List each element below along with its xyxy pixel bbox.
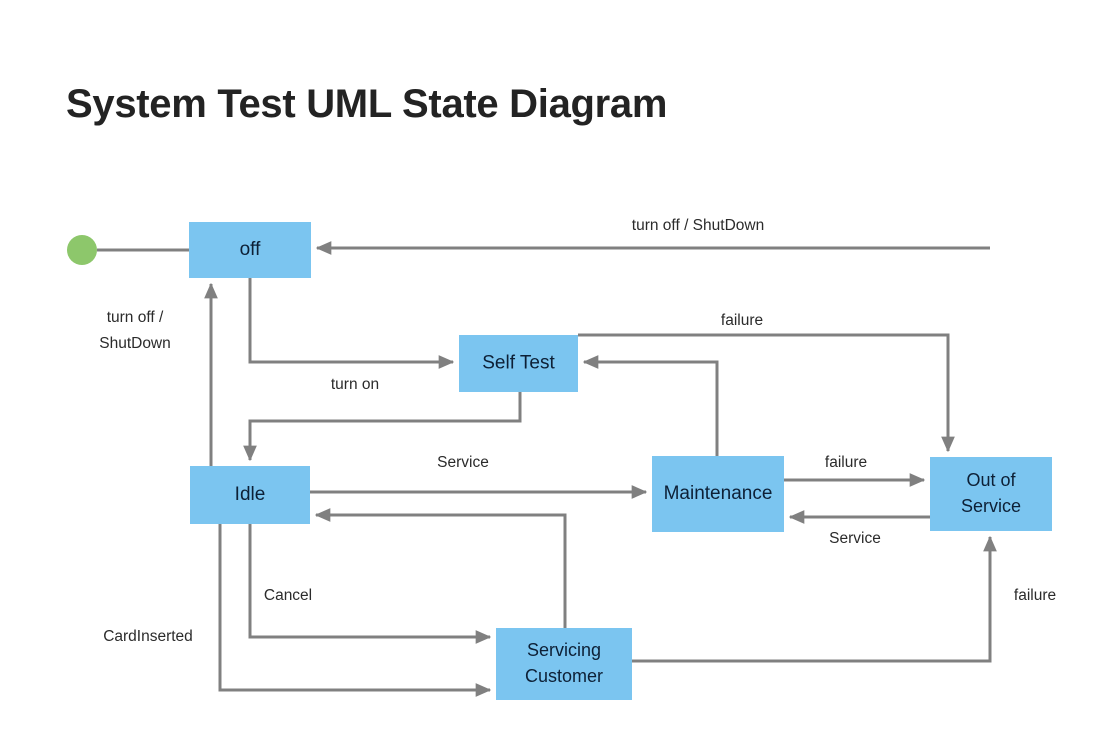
label-cancel: Cancel [264, 587, 312, 604]
state-label-out_of_service: Service [961, 496, 1021, 516]
state-box-idle[interactable] [190, 466, 310, 524]
state-box-out_of_service[interactable] [930, 457, 1052, 531]
state-self_test[interactable]: Self Test [459, 335, 578, 392]
transition-t-servicing-outofservice [632, 535, 997, 663]
transition-t-idle-servicing-card [218, 524, 492, 697]
state-label-maintenance: Maintenance [664, 483, 773, 504]
transition-t-off-selftest [248, 278, 455, 369]
transition-t-idle-servicing [248, 524, 492, 644]
state-box-servicing_customer[interactable] [496, 628, 632, 700]
transition-t-selftest-outofservice [578, 333, 955, 453]
state-label-servicing_customer: Customer [525, 666, 603, 686]
state-label-self_test: Self Test [482, 353, 555, 374]
state-maintenance[interactable]: Maintenance [652, 456, 784, 532]
label-turnoff-shutdown-left: ShutDown [99, 335, 171, 352]
label-service-back: Service [829, 530, 881, 547]
label-cardinserted: CardInserted [103, 628, 193, 645]
label-failure-maintenance: failure [825, 454, 867, 471]
state-label-off: off [240, 239, 262, 260]
label-turnoff-shutdown-top: turn off / ShutDown [632, 217, 764, 234]
transition-t-selftest-idle [243, 392, 522, 462]
transitions-layer [97, 241, 997, 697]
transition-t-servicing-idle [314, 508, 567, 628]
label-turnoff-shutdown-left: turn off / [107, 309, 164, 326]
state-idle[interactable]: Idle [190, 466, 310, 524]
state-off[interactable]: off [189, 222, 311, 278]
edge-labels-layer: turn off / ShutDown turn off / ShutDown tur… [99, 217, 1056, 645]
state-label-servicing_customer: Servicing [527, 640, 601, 660]
page-title: System Test UML State Diagram [66, 82, 668, 126]
label-turn-on: turn on [331, 376, 379, 393]
label-failure-top: failure [721, 312, 763, 329]
label-failure-servicing: failure [1014, 587, 1056, 604]
state-label-idle: Idle [235, 484, 266, 505]
state-box-self_test[interactable] [459, 335, 578, 392]
state-out_of_service[interactable]: Out of Service [930, 457, 1052, 531]
label-service-idle: Service [437, 454, 489, 471]
state-box-off[interactable] [189, 222, 311, 278]
state-label-out_of_service: Out of [966, 470, 1016, 490]
transition-t-maintenance-selftest [582, 355, 719, 456]
initial-state-node [67, 235, 97, 265]
state-box-maintenance[interactable] [652, 456, 784, 532]
